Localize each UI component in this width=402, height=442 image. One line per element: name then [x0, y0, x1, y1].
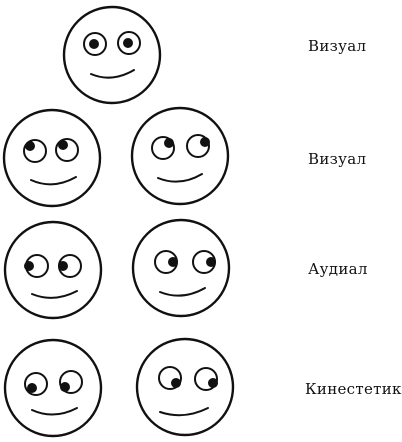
face-kinesthetic-down-left [3, 338, 103, 438]
face-visual-straight [62, 5, 162, 105]
face-visual-up-left-2 [130, 106, 230, 206]
face-auditory-left-2 [131, 218, 231, 318]
smile-mouth [90, 69, 135, 79]
face-kinesthetic-down-right [135, 337, 235, 437]
label-visual-2: Визуал [308, 150, 367, 168]
face-auditory-left-1 [3, 220, 103, 320]
label-visual-1: Визуал [308, 37, 367, 55]
face-visual-up-left-1 [2, 108, 102, 208]
label-auditory: Аудиал [308, 260, 368, 278]
label-kinesthetic: Кинестетик [305, 380, 402, 398]
